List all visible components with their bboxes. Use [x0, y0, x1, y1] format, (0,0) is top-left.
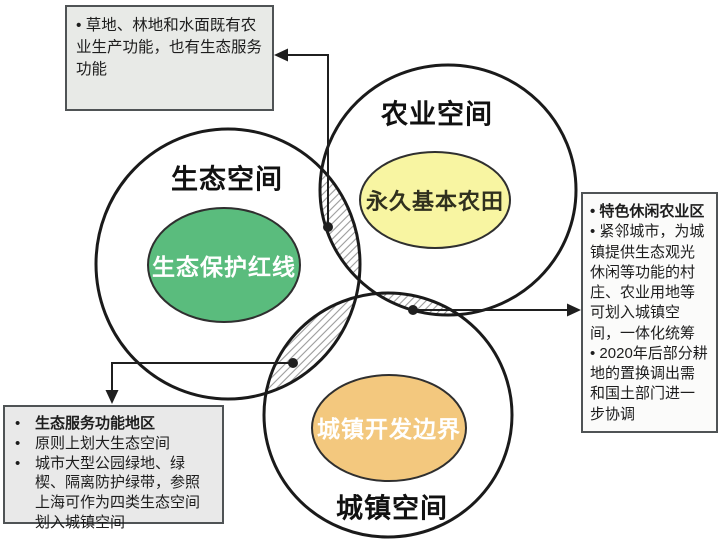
- urban-space-label: 城镇空间: [336, 493, 448, 524]
- callout-item: • 特色休闲农业区: [590, 203, 705, 220]
- urban-dev-boundary-ellipse: [311, 374, 467, 482]
- topleft-callout-connector: [277, 54, 329, 226]
- agri-space-circle: [318, 63, 578, 317]
- eco-redline-ellipse: [147, 207, 301, 323]
- callout-item: • 城市大型公园绿地、绿楔、隔离防护绿带，参照上海可作为四类生态空间划入城镇空间: [15, 454, 201, 531]
- permanent-farmland-ellipse: [359, 151, 511, 249]
- eco-agri-anchor-dot: [323, 222, 333, 232]
- bottomleft-callout: • 生态服务功能地区 • 原则上划大生态空间 • 城市大型公园绿地、绿楔、隔离防…: [3, 405, 224, 531]
- bottomleft-callout-connector: [111, 362, 293, 398]
- arrowhead-right-icon: [567, 303, 581, 317]
- bullet-icon: •: [15, 434, 21, 452]
- permanent-farmland-label: 永久基本农田: [365, 189, 505, 214]
- callout-item: • 生态服务功能地区: [15, 415, 156, 432]
- bullet-icon: •: [15, 415, 21, 432]
- eco-urban-anchor-dot: [288, 358, 298, 368]
- arrowhead-down-icon: [105, 390, 119, 404]
- callout-item: • 原则上划大生态空间: [15, 434, 171, 452]
- bullet-icon: •: [15, 454, 21, 472]
- callout-item: • 2020年后部分耕地的置换调出需和国土部门进一步协调: [590, 344, 708, 423]
- eco-space-label: 生态空间: [171, 164, 283, 195]
- agri-urban-anchor-dot: [408, 305, 418, 315]
- eco-redline-label: 生态保护红线: [152, 254, 296, 280]
- arrowhead-left-icon: [274, 48, 288, 62]
- topleft-callout: • 草地、林地和水面既有农业生产功能，也有生态服务功能: [65, 5, 274, 111]
- agri-space-label: 农业空间: [381, 99, 493, 130]
- urban-dev-boundary-label: 城镇开发边界: [317, 416, 461, 442]
- eco-space-circle: [94, 127, 362, 401]
- urban-space-circle: [262, 291, 514, 539]
- right-callout: • 特色休闲农业区 • 紧邻城市，为城镇提供生态观光休闲等功能的村庄、农业用地等…: [581, 192, 718, 433]
- callout-item: • 草地、林地和水面既有农业生产功能，也有生态服务功能: [76, 17, 263, 78]
- callout-item: • 紧邻城市，为城镇提供生态观光休闲等功能的村庄、农业用地等可划入城镇空间，一体…: [590, 223, 705, 342]
